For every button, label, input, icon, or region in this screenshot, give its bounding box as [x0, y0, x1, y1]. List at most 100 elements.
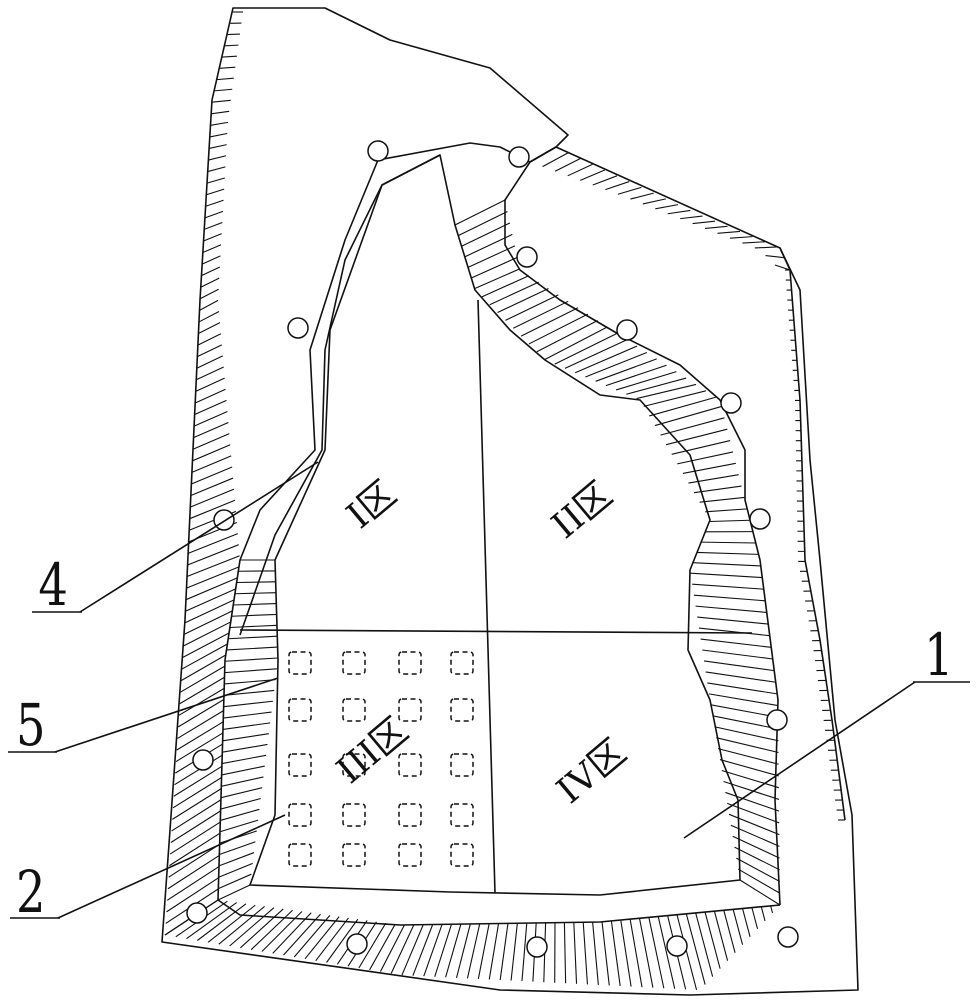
- hatch-line: [185, 589, 235, 611]
- monitoring-point: [778, 927, 798, 947]
- monitoring-point: [721, 393, 741, 413]
- hatch-line: [185, 600, 234, 623]
- hatch-line: [724, 781, 779, 799]
- pile-square: [451, 699, 473, 721]
- pile-square: [289, 804, 311, 826]
- hatch-line: [605, 182, 629, 190]
- hatch-line: [228, 636, 277, 639]
- hatch-line: [222, 744, 267, 752]
- hatch-line: [200, 289, 219, 299]
- hatch-line: [217, 78, 234, 79]
- hatch-line: [583, 922, 587, 984]
- hatch-line: [511, 923, 517, 980]
- hatch-line: [704, 661, 774, 671]
- hatch-line: [221, 788, 262, 798]
- monitoring-point: [767, 710, 787, 730]
- hatch-line: [697, 552, 759, 554]
- right-slope-inner: [505, 147, 780, 905]
- hatch-line: [181, 655, 226, 681]
- hatch-line: [211, 111, 229, 113]
- pile-square: [343, 804, 365, 826]
- monitoring-point: [667, 936, 687, 956]
- hatch-line: [637, 384, 696, 398]
- hatch-line: [186, 567, 238, 588]
- hatch-line: [727, 803, 779, 823]
- pile-square: [289, 844, 311, 866]
- monitoring-point: [214, 510, 234, 530]
- hatch-line: [606, 365, 667, 385]
- hatch-line: [618, 187, 642, 194]
- hatch-line: [500, 923, 508, 980]
- hatch-line: [197, 345, 221, 357]
- hatch-line: [183, 622, 230, 646]
- hatch-line: [208, 156, 226, 160]
- hatch-line: [730, 237, 752, 239]
- hatch-line: [702, 650, 772, 659]
- hatch-line: [706, 672, 776, 682]
- hatch-line: [225, 669, 277, 673]
- hatch-line: [468, 246, 515, 268]
- hatch-line: [596, 359, 657, 381]
- hatch-line: [699, 628, 770, 636]
- hatch-line: [683, 463, 736, 473]
- callout-5-label: 5: [16, 692, 46, 759]
- hatch-line: [220, 67, 236, 68]
- pile-square: [399, 804, 421, 826]
- hatch-line: [223, 712, 271, 718]
- hatch-line: [693, 221, 715, 223]
- hatch-line: [529, 314, 588, 344]
- hatch-line: [705, 509, 747, 512]
- hatch-line: [693, 563, 761, 566]
- hatch-line: [221, 799, 261, 810]
- hatch-line: [626, 378, 686, 394]
- hatch-line: [489, 924, 498, 980]
- pile-square: [289, 699, 311, 721]
- hatch-line: [198, 323, 219, 334]
- hatch-line: [701, 542, 756, 543]
- monitoring-point: [187, 903, 207, 923]
- hatch-line: [655, 205, 678, 209]
- hatch-line: [478, 924, 489, 979]
- hatch-line: [196, 378, 225, 391]
- hatch-line: [458, 211, 507, 235]
- hatch-line: [207, 178, 225, 183]
- hatch-line: [204, 223, 222, 230]
- hatch-line: [471, 257, 517, 278]
- callout-2-label: 2: [16, 859, 46, 926]
- hatch-line: [186, 578, 237, 600]
- hatch-line: [206, 200, 224, 206]
- pile-square: [451, 652, 473, 674]
- monitoring-point: [750, 509, 770, 529]
- hatch-line: [201, 267, 219, 276]
- hatch-line: [707, 683, 777, 694]
- monitoring-point: [368, 141, 388, 161]
- hatch-line: [221, 777, 263, 786]
- pile-square: [289, 754, 311, 776]
- hatch-line: [705, 226, 727, 228]
- hatch-line: [230, 625, 277, 627]
- hatch-line: [177, 711, 223, 739]
- hatch-line: [686, 914, 705, 985]
- hatch-line: [402, 925, 423, 975]
- hatch-line: [522, 923, 527, 981]
- zone-1-label: I区: [339, 473, 404, 537]
- hatch-line: [167, 867, 219, 901]
- pile-square: [399, 652, 421, 674]
- hatch-line: [413, 925, 433, 976]
- hatch-line: [701, 639, 772, 647]
- monitoring-point: [509, 147, 529, 167]
- hatch-line: [574, 922, 577, 983]
- hatch-line: [208, 167, 226, 172]
- hatch-line: [700, 497, 745, 502]
- hatch-line: [621, 920, 631, 987]
- hatch-line: [196, 367, 223, 380]
- hatch-line: [222, 56, 237, 57]
- hatch-line: [697, 617, 768, 624]
- hatch-line: [202, 256, 220, 264]
- hatch-line: [219, 853, 254, 866]
- hatch-line: [190, 489, 234, 507]
- hatch-line: [187, 556, 240, 577]
- hatch-line: [230, 908, 274, 946]
- hatch-line: [194, 411, 227, 426]
